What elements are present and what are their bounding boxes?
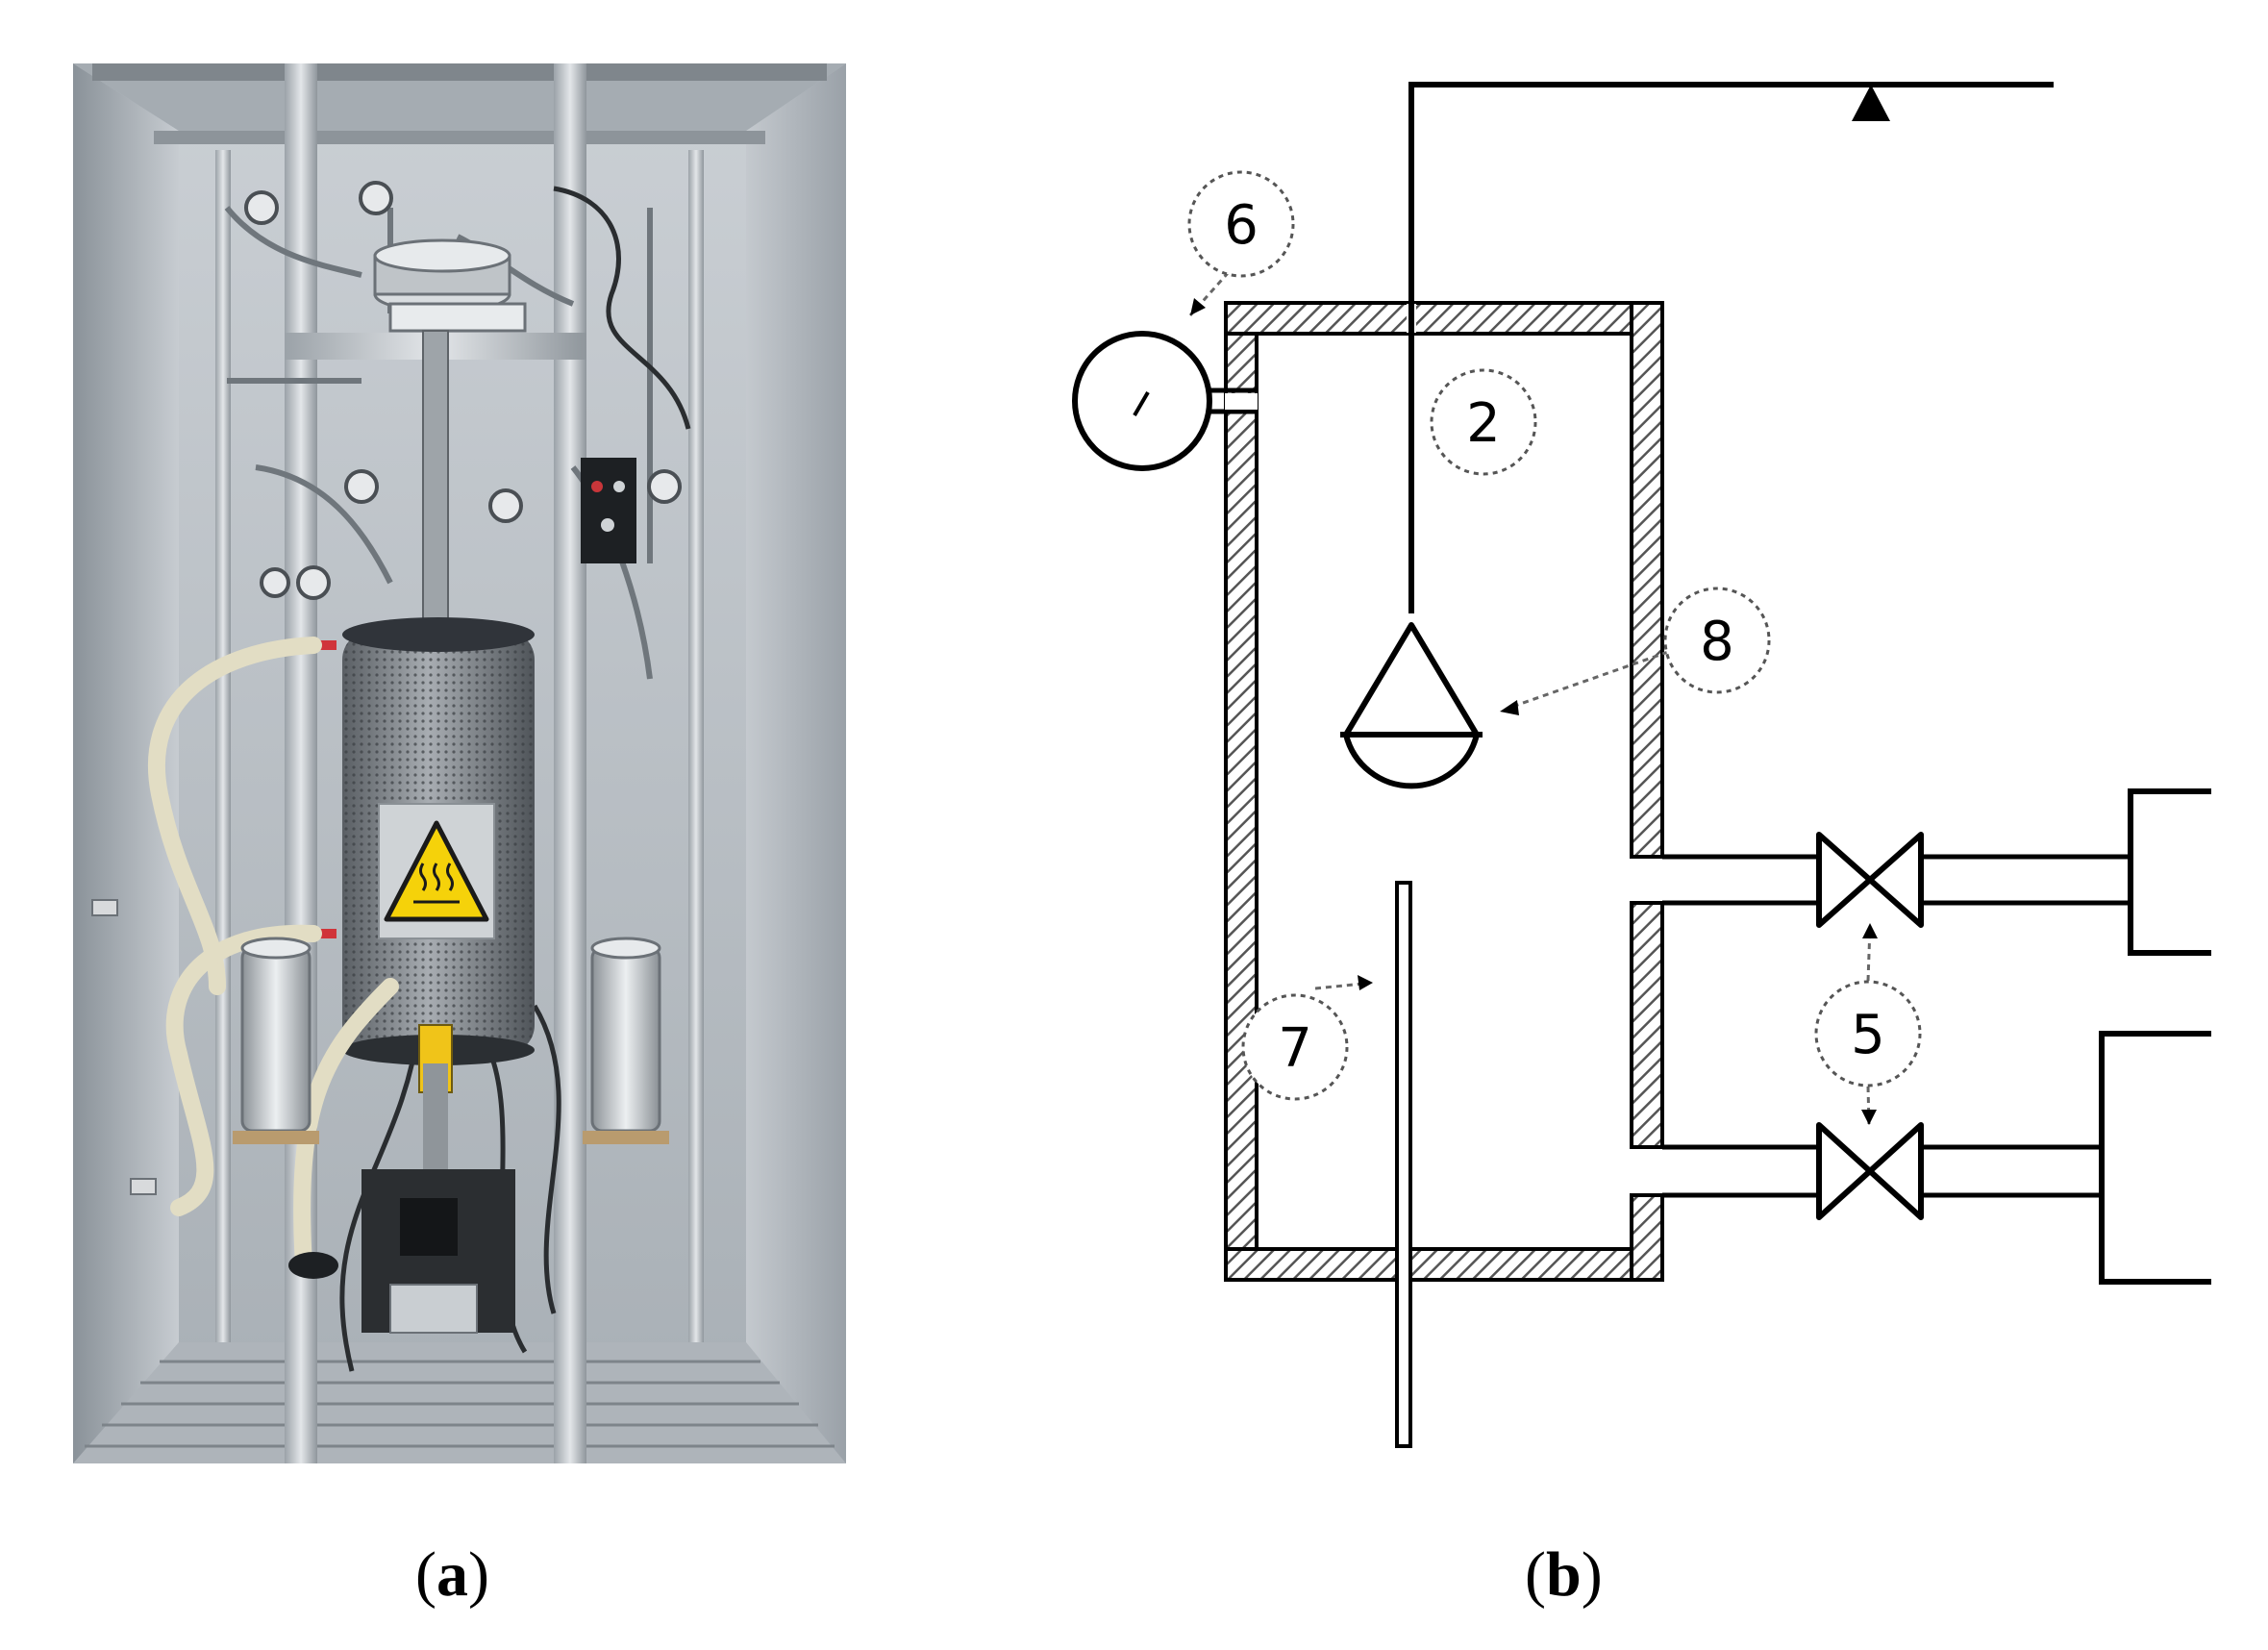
arrowhead-7 [1358,975,1373,990]
vertical-rail-far-left [215,150,231,1342]
heater-top-rim [342,617,535,652]
red-fitting [317,929,336,938]
upper-valve-right-icon [1867,832,1924,928]
hot-surface-warning-icon [384,820,489,922]
pressure-gauge [1072,331,1258,471]
mounting-plate [388,302,527,333]
sample-container [1340,622,1483,789]
control-box-button [591,481,603,492]
label-circle-2 [1430,368,1537,476]
control-box-knob [601,518,614,532]
thermocouple [1395,881,1412,1448]
label-numbers: 1 2 3 4 5 6 7 8 [1224,194,1885,1080]
component-box-4 [2099,1031,2268,1285]
autoclave-lid [373,238,511,273]
leader-8 [1508,650,1669,710]
vessel-wall-right-middle [1630,901,1664,1149]
tank-left [240,946,312,1133]
vessel-wall-right-upper [1630,301,1664,859]
label-circle-6 [1187,170,1295,278]
caption-a: (a) [415,1539,489,1610]
label-circle-5 [1814,980,1922,1088]
schematic-svg: 1 2 3 4 5 6 7 8 [1072,82,2268,1448]
hose-connectors [91,899,157,1195]
caption-b: (b) [1525,1539,1603,1610]
component-box-3 [2128,788,2268,956]
flexible-hoses [147,637,399,1274]
label-6: 6 [1224,194,1259,257]
vessel-wall-right-lower [1630,1193,1664,1282]
label-circles [1187,170,1922,1101]
schematic-content: 1 2 3 4 5 6 7 8 [1072,82,2268,1448]
caption-a-letter: a [436,1539,468,1610]
vertical-rail-far-right [688,150,704,1342]
arrowhead-5-down [1861,1110,1877,1125]
label-2: 2 [1466,392,1501,455]
tank-left-cap [240,937,312,960]
floor-fixture [288,1252,338,1279]
upper-valve-left-icon [1816,832,1873,928]
label-circle-8 [1663,587,1771,694]
floor-grating [85,1360,835,1448]
heat-waves-icon [413,862,460,904]
pressure-vessel [1224,298,1664,1282]
schematic-diagram: 1 2 3 4 5 6 7 8 [923,58,2268,1462]
arrowhead-6 [1190,298,1206,315]
tank-right-cap [590,937,661,960]
gauge-needle-icon [1133,390,1150,417]
cabinet-right-wall [746,63,846,1463]
vessel-wall-top [1224,301,1664,336]
tank-right [590,946,661,1133]
arrowhead-8 [1500,700,1519,715]
leader-arrowheads [1190,298,1878,1125]
label-5: 5 [1851,1004,1885,1066]
balance-motor [400,1198,458,1256]
red-fitting [317,640,336,650]
label-8: 8 [1700,611,1734,673]
apparatus-photo [73,63,846,1463]
caption-b-letter: b [1545,1539,1582,1610]
arrowhead-5-up [1862,923,1878,938]
label-circle-7 [1241,993,1349,1101]
balance-suspension [1408,82,2054,613]
pressure-gauges [244,181,682,600]
balance-bracket [389,1284,478,1334]
tank-left-shelf [233,1131,319,1144]
upper-valve-assembly [1662,832,2132,928]
cabinet-left-wall [73,63,179,1463]
vessel-wall-bottom [1224,1247,1664,1282]
label-7: 7 [1278,1017,1312,1080]
tank-right-shelf [583,1131,669,1144]
balance-pivot-icon [1852,85,1890,121]
leader-7 [1314,982,1364,990]
vertical-rail-right [554,63,586,1463]
apparatus-photo-illustration [73,63,846,1463]
top-crossbar [154,131,765,144]
vessel-wall-left [1224,301,1259,1282]
top-rail [92,63,827,81]
control-box-knob [613,481,625,492]
lower-valve-assembly [1662,1122,2102,1220]
control-box [581,458,636,563]
lower-valve-right-icon [1867,1122,1924,1220]
lower-valve-left-icon [1816,1122,1873,1220]
sample-basket-icon [1343,622,1480,789]
gauge-pipe-opening [1225,393,1258,410]
